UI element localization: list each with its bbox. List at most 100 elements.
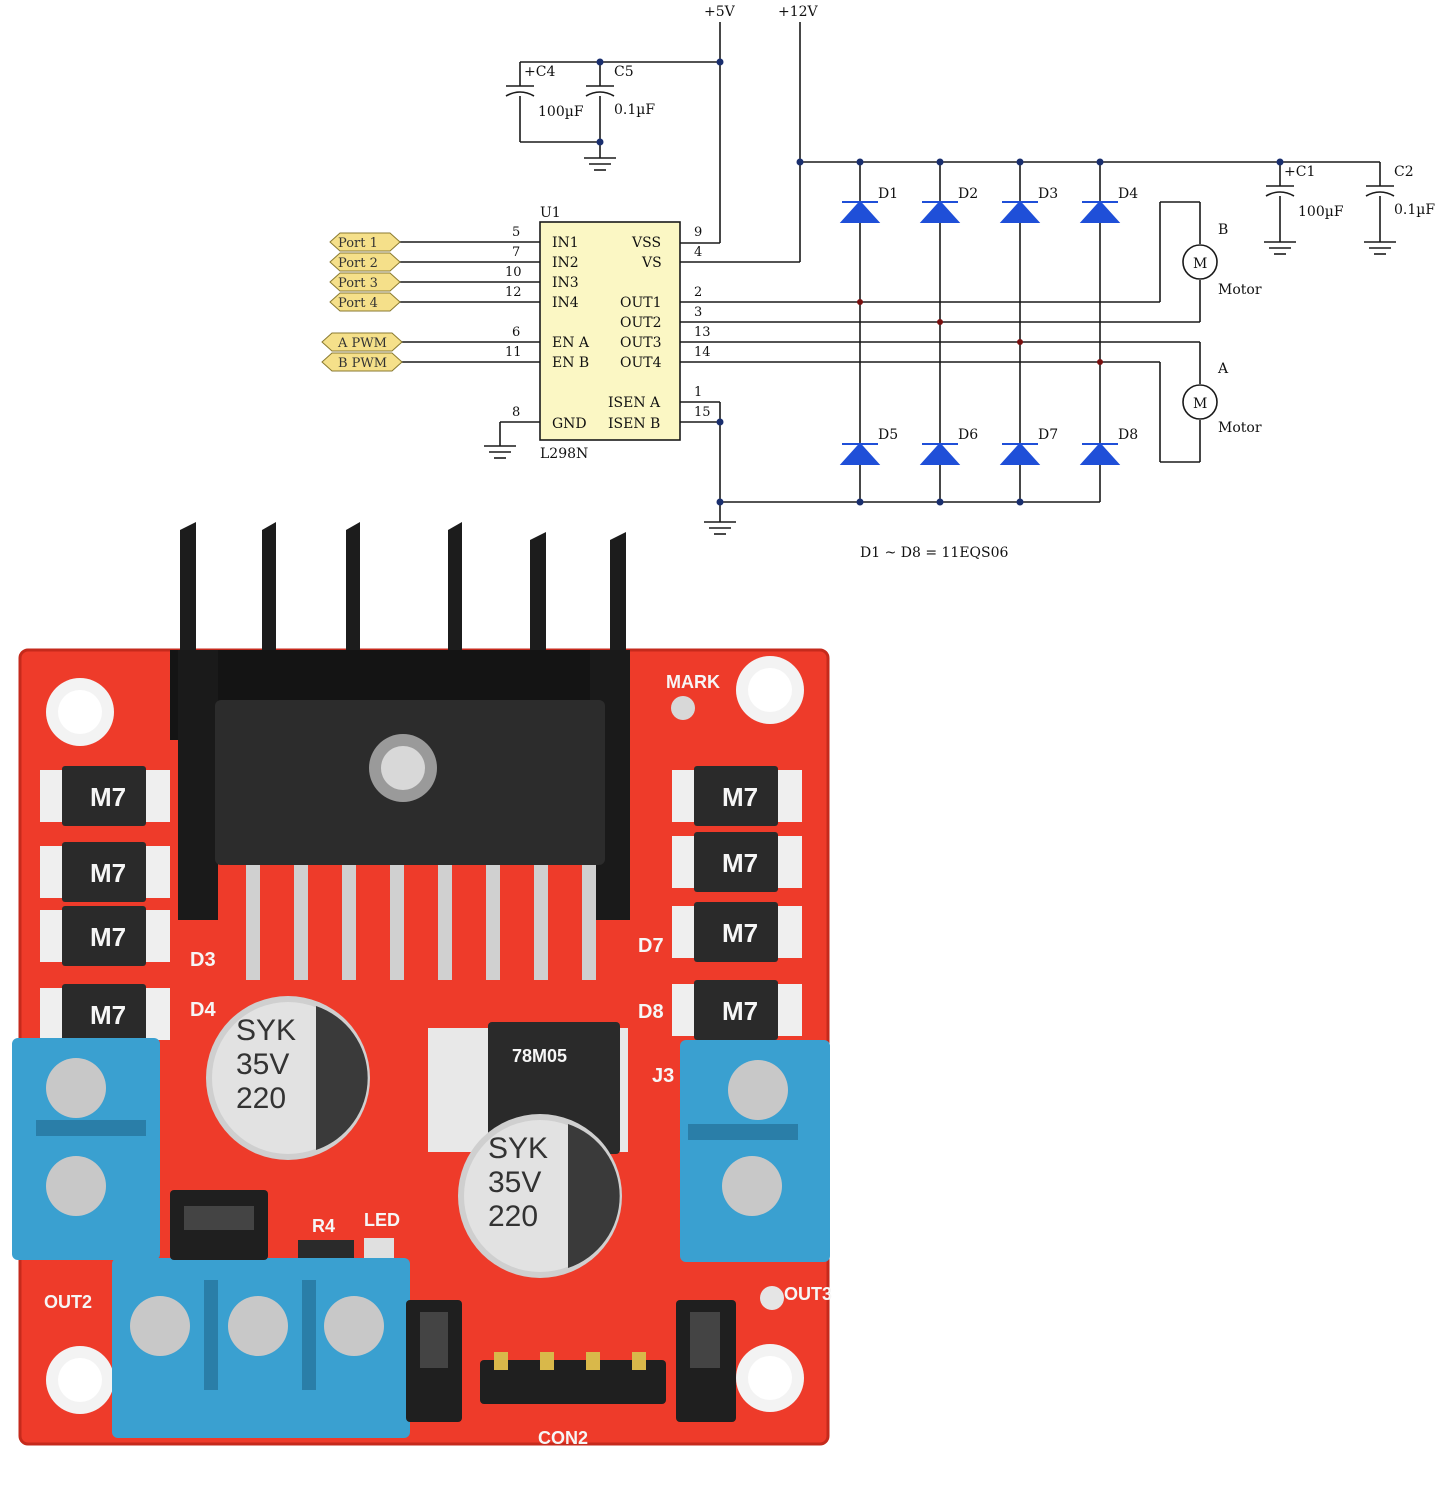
diode-marking: M7 <box>722 918 758 948</box>
pin-name: IN3 <box>552 275 579 291</box>
cap-brand: SYK <box>236 1014 296 1047</box>
pin-name: OUT4 <box>620 355 662 371</box>
diode-marking: M7 <box>722 782 758 812</box>
pin-header-con2[interactable] <box>480 1352 666 1404</box>
d8-label: D8 <box>638 1001 664 1023</box>
c4-value: 100µF <box>538 104 584 120</box>
c5-ref: C5 <box>614 64 634 80</box>
diode-marking: M7 <box>90 782 126 812</box>
pin-number: 13 <box>694 325 711 340</box>
c2-ref: C2 <box>1394 164 1414 180</box>
jumper-ena[interactable] <box>406 1300 462 1422</box>
d3-label: D3 <box>190 949 216 971</box>
cap-voltage: 35V <box>488 1166 541 1199</box>
pin-name: OUT3 <box>620 335 662 351</box>
diode-d1 <box>839 200 881 223</box>
cap-value: 220 <box>236 1082 286 1115</box>
ic-part: L298N <box>540 446 588 462</box>
pin-name: OUT2 <box>620 315 662 331</box>
mark-label: MARK <box>666 672 720 692</box>
jumper-5v-enable[interactable] <box>170 1190 268 1260</box>
motor-a-symbol: M <box>1193 396 1207 412</box>
pin-number: 7 <box>512 245 520 260</box>
pin-number: 15 <box>694 405 711 420</box>
screw-terminal-power[interactable] <box>112 1258 410 1438</box>
pin-number: 2 <box>694 285 702 300</box>
port-tags <box>321 232 403 372</box>
led <box>364 1238 394 1258</box>
port-label: Port 1 <box>338 236 378 251</box>
pin-number: 9 <box>694 225 702 240</box>
motor-b-label: B <box>1218 222 1228 238</box>
diode-marking: M7 <box>90 858 126 888</box>
pin-name: ISEN B <box>608 416 660 432</box>
diodes <box>839 200 1121 465</box>
pin-number: 1 <box>694 385 702 400</box>
regulator-label: 78M05 <box>512 1046 567 1066</box>
pin-number: 11 <box>505 345 522 360</box>
screw-icon <box>46 1058 106 1118</box>
r4-label: R4 <box>312 1216 335 1236</box>
led-label: LED <box>364 1210 400 1230</box>
chip-legs <box>246 865 596 980</box>
pin-number: 6 <box>512 325 520 340</box>
c2-value: 0.1µF <box>1394 202 1435 218</box>
l298n-board: M7 M7 M7 M7 M7 M7 M7 M7 MARK D3 D4 D7 D8… <box>12 522 832 1448</box>
diode-d2 <box>919 200 961 223</box>
d4-label: D4 <box>190 999 216 1021</box>
screw-terminal-out1[interactable] <box>12 1038 160 1260</box>
diode-label: D7 <box>1038 427 1058 443</box>
jumper-enb[interactable] <box>676 1300 736 1422</box>
mounting-holes <box>46 656 804 1414</box>
screw-icon <box>130 1296 190 1356</box>
j3-label: J3 <box>652 1065 674 1087</box>
motor-a-label: A <box>1217 361 1229 377</box>
diode-label: D1 <box>878 186 898 202</box>
diode-d4 <box>1079 200 1121 223</box>
pin-name: EN B <box>552 355 589 371</box>
capacitor-right: SYK 35V 220 <box>458 1114 622 1278</box>
screw-icon <box>728 1060 788 1120</box>
cap-brand: SYK <box>488 1132 548 1165</box>
diode-marking: M7 <box>722 996 758 1026</box>
diode-note: D1 ~ D8 = 11EQS06 <box>860 545 1009 561</box>
c1-ref: +C1 <box>1284 164 1315 180</box>
port-label: B PWM <box>338 356 387 371</box>
motor-a-name: Motor <box>1218 420 1262 436</box>
c4-ref: +C4 <box>524 64 555 80</box>
pin-name: ISEN A <box>608 395 661 411</box>
screw-terminal-out4[interactable] <box>680 1040 830 1262</box>
pin-name: IN4 <box>552 295 579 311</box>
diode-label: D4 <box>1118 186 1138 202</box>
c1-value: 100µF <box>1298 204 1344 220</box>
smd-diodes-right: M7 M7 M7 M7 <box>672 766 802 1040</box>
port-label: A PWM <box>337 336 387 351</box>
pin-number: 10 <box>505 265 522 280</box>
pin-name: OUT1 <box>620 295 662 311</box>
diode-label: D8 <box>1118 427 1138 443</box>
screw-icon <box>324 1296 384 1356</box>
port-label: Port 3 <box>338 276 378 291</box>
pin-number: 12 <box>505 285 522 300</box>
pin-number: 14 <box>694 345 711 360</box>
diode-marking: M7 <box>90 1000 126 1030</box>
port-label: Port 4 <box>338 296 378 311</box>
rail-5v-label: +5V <box>704 4 736 20</box>
diode-d5 <box>839 442 881 465</box>
pin-number: 5 <box>512 225 520 240</box>
c5-value: 0.1µF <box>614 102 655 118</box>
junction-dots <box>596 58 1284 506</box>
crossing-dots <box>857 299 1103 365</box>
motor-b-symbol: M <box>1193 256 1207 272</box>
pin-number: 4 <box>694 245 702 260</box>
diode-d6 <box>919 442 961 465</box>
con2-label: CON2 <box>538 1428 588 1448</box>
screw-icon <box>228 1296 288 1356</box>
pin-number: 3 <box>694 305 702 320</box>
resistor-r4 <box>298 1240 354 1258</box>
screw-icon <box>46 1156 106 1216</box>
diode-label: D3 <box>1038 186 1058 202</box>
diode-d8 <box>1079 442 1121 465</box>
motor-b-name: Motor <box>1218 282 1262 298</box>
diode-marking: M7 <box>722 848 758 878</box>
